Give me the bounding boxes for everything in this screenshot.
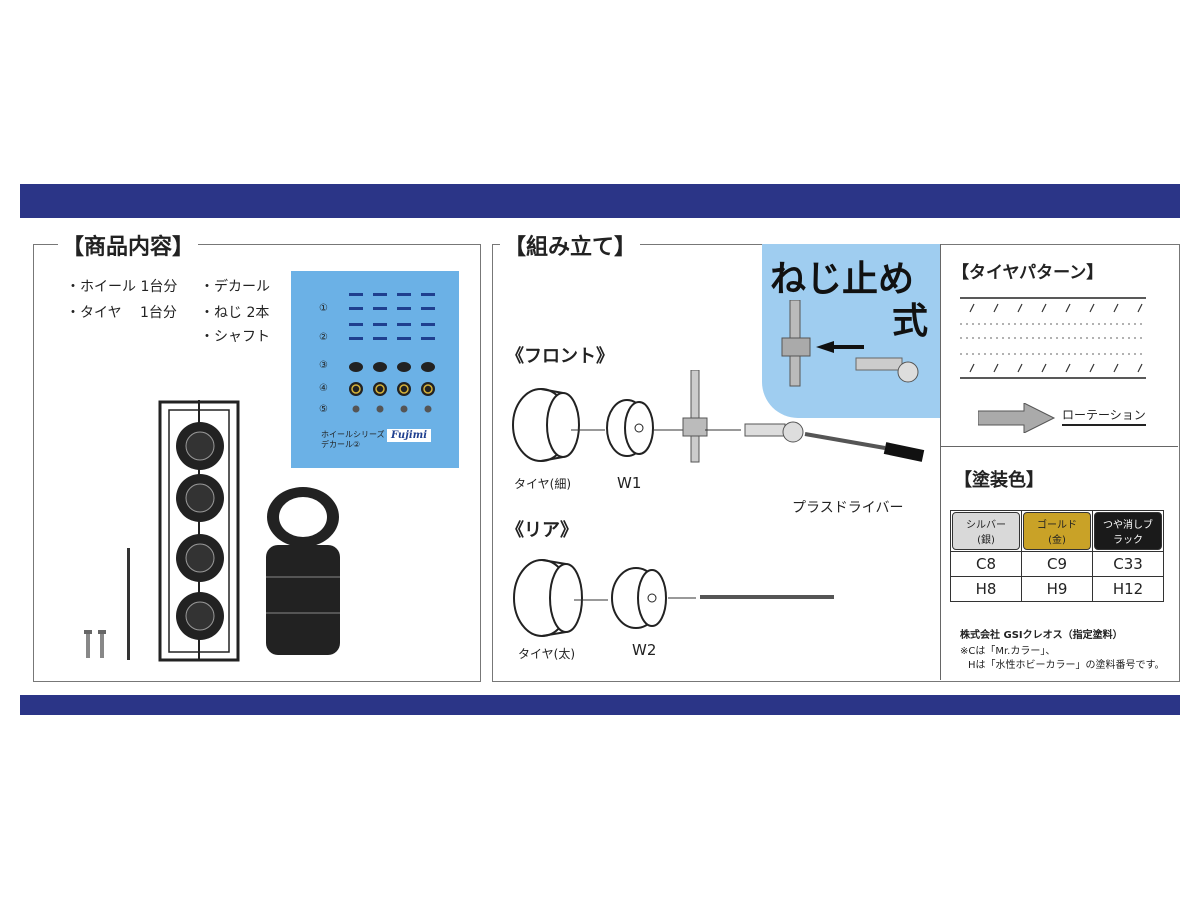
decal-sheet: ① ② ③ ④ ⑤ ホイールシリーズ デカール② Fujimi: [291, 271, 459, 468]
contents-item-screw: ・ねじ 2本: [200, 305, 270, 321]
assembly-heading: 【組み立て】: [500, 229, 641, 261]
decal-row-2: ②: [319, 332, 328, 343]
paint-chip-cell-silver: シルバー(銀): [950, 510, 1022, 552]
contents-item-wheel: ・ホイール 1台分: [66, 279, 178, 295]
paint-c-row: C8 C9 C33: [950, 551, 1164, 577]
screw-mount-illustration: [781, 300, 919, 387]
contents-item-shaft: ・シャフト: [200, 329, 270, 345]
paint-h-gold: H9: [1021, 576, 1093, 602]
shaft-illustration: [127, 548, 130, 660]
rotation-arrow-icon: [978, 403, 1056, 433]
paint-chip-gold: ゴールド(金): [1023, 512, 1091, 550]
screwdriver-label: プラスドライバー: [792, 500, 904, 516]
rear-wheel-label: W2: [632, 641, 657, 659]
paint-c-silver: C8: [950, 551, 1022, 577]
tire-pattern-heading: 【タイヤパターン】: [952, 263, 1104, 283]
paint-c-black: C33: [1092, 551, 1164, 577]
rotation-label: ローテーション: [1062, 406, 1146, 426]
contents-box: [33, 244, 481, 682]
decal-row-1: ①: [319, 303, 328, 314]
decal-caption-2: デカール②: [321, 440, 361, 449]
rear-tire-label: タイヤ(太): [518, 647, 576, 661]
front-wheel-label: W1: [617, 474, 642, 492]
contents-item-decal: ・デカール: [200, 279, 270, 295]
decal-marks: [349, 293, 435, 413]
screw-type-title-2: 式: [892, 301, 929, 342]
paint-table: シルバー(銀) ゴールド(金) つや消しブラック C8 C9 C33 H8 H9…: [950, 510, 1164, 602]
rear-assembly-illustration: [513, 559, 834, 637]
decal-row-5: ⑤: [319, 404, 328, 415]
paint-h-silver: H8: [950, 576, 1022, 602]
screw-type-title: ねじ止め: [770, 259, 915, 300]
paint-note-2: Hは「水性ホビーカラー」の塗料番号です。: [968, 660, 1165, 671]
front-label: 《フロント》: [506, 346, 614, 367]
top-band: [20, 184, 1180, 218]
contents-item-tire: ・タイヤ 1台分: [66, 305, 177, 321]
contents-heading: 【商品内容】: [58, 229, 199, 261]
front-assembly-illustration: [512, 370, 925, 463]
paint-chip-silver: シルバー(銀): [952, 512, 1020, 550]
paint-c-gold: C9: [1021, 551, 1093, 577]
decal-row-3: ③: [319, 360, 328, 371]
tire-pattern-illustration: [960, 297, 1146, 379]
decal-row-4: ④: [319, 383, 328, 394]
rear-label: 《リア》: [506, 520, 578, 541]
right-row-divider: [940, 446, 1178, 447]
paint-heading: 【塗装色】: [954, 470, 1044, 491]
paint-chip-row: シルバー(銀) ゴールド(金) つや消しブラック: [950, 510, 1164, 552]
screws-illustration: [84, 630, 106, 658]
paint-h-black: H12: [1092, 576, 1164, 602]
paint-chip-cell-black: つや消しブラック: [1092, 510, 1164, 552]
paint-h-row: H8 H9 H12: [950, 576, 1164, 602]
paint-chip-black: つや消しブラック: [1094, 512, 1162, 550]
decal-brand-logo: Fujimi: [387, 429, 431, 442]
wheel-runner-illustration: [158, 400, 240, 662]
paint-note-1: ※Cは「Mr.カラー」、: [960, 646, 1056, 657]
decal-caption-1: ホイールシリーズ: [321, 430, 385, 439]
paint-maker: 株式会社 GSIクレオス（指定塗料）: [960, 630, 1123, 641]
front-tire-label: タイヤ(細): [514, 477, 572, 491]
right-column-divider: [940, 244, 941, 680]
bottom-band: [20, 695, 1180, 715]
paint-chip-cell-gold: ゴールド(金): [1021, 510, 1093, 552]
tire-stack-illustration: [266, 487, 340, 655]
